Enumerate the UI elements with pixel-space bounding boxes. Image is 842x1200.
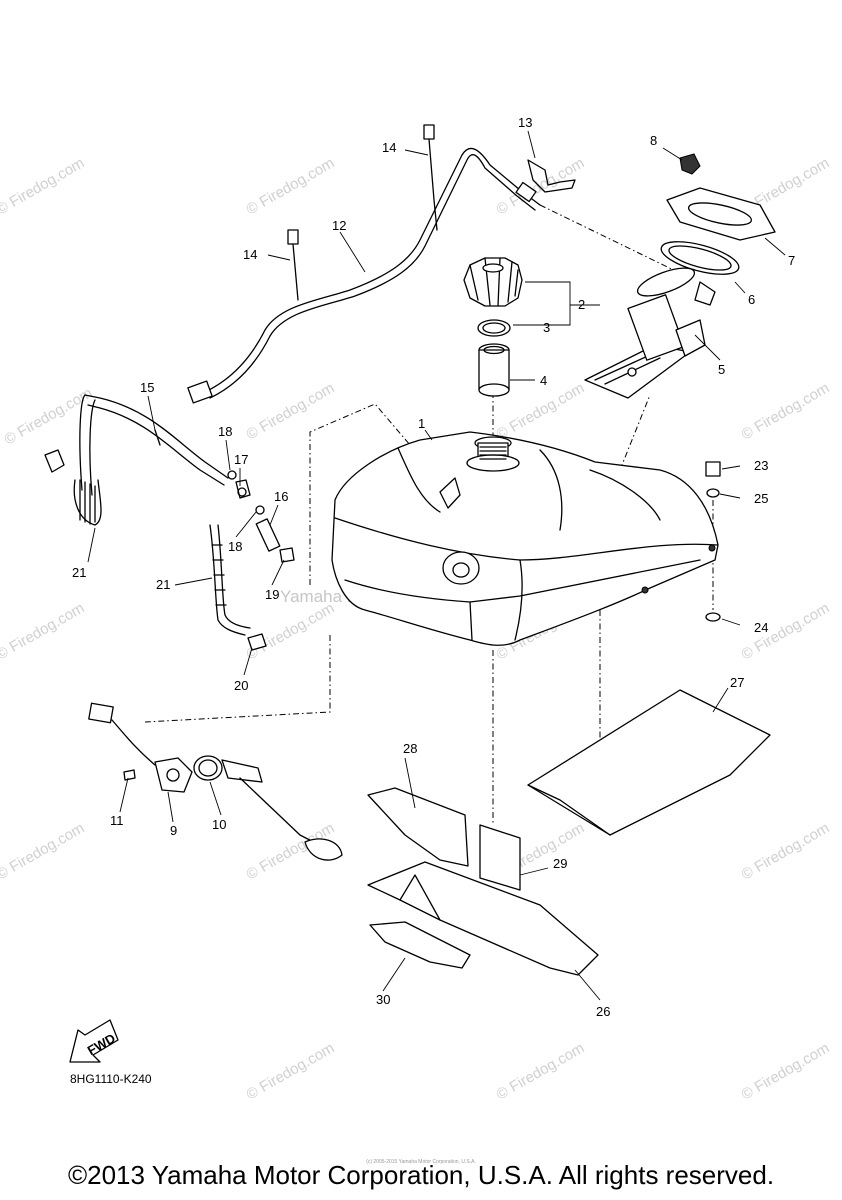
callout-4: 4: [540, 373, 547, 388]
callout-24: 24: [754, 620, 768, 635]
callout-25: 25: [754, 491, 768, 506]
callout-21-left: 21: [72, 565, 86, 580]
coiled-hose-left: [44, 449, 102, 526]
cable-tie-lower: [287, 229, 299, 301]
callout-8: 8: [650, 133, 657, 148]
callout-26: 26: [596, 1004, 610, 1019]
callout-16: 16: [274, 489, 288, 504]
cable-tie-upper: [423, 124, 438, 231]
callout-7: 7: [788, 253, 795, 268]
hose-clamp-13: [527, 159, 576, 193]
fuel-tank: [331, 431, 719, 646]
watermark-layer: © Firedog.com © Firedog.com © Firedog.co…: [0, 154, 832, 1103]
callout-12: 12: [332, 218, 346, 233]
callout-6: 6: [748, 292, 755, 307]
callout-15: 15: [140, 380, 154, 395]
callout-23: 23: [754, 458, 768, 473]
watermark: © Firedog.com: [244, 154, 338, 218]
callout-17: 17: [234, 452, 248, 467]
callout-19: 19: [265, 587, 279, 602]
pump-gasket: [660, 241, 740, 275]
tank-guard-26: [367, 861, 599, 976]
watermark: © Firedog.com: [739, 599, 833, 663]
filler-neck: [478, 343, 510, 397]
callout-14-lower: 14: [243, 247, 257, 262]
insulator-pad-28: [367, 787, 469, 867]
cap-gasket: [477, 319, 511, 337]
callout-18-lower: 18: [228, 539, 242, 554]
breather-hose: [187, 147, 541, 404]
heat-shield-27: [527, 689, 771, 836]
callout-5: 5: [718, 362, 725, 377]
watermark: © Firedog.com: [739, 1039, 833, 1103]
watermark: © Firedog.com: [739, 819, 833, 883]
watermark: © Firedog.com: [244, 599, 338, 663]
callout-14-upper: 14: [382, 140, 396, 155]
callout-11: 11: [110, 813, 124, 828]
callout-13: 13: [518, 115, 532, 130]
pump-retainer: [666, 187, 776, 241]
watermark: © Firedog.com: [739, 379, 833, 443]
bolt-cap: [679, 153, 701, 175]
small-fittings: [227, 470, 295, 651]
callout-10: 10: [212, 817, 226, 832]
diagram-code: 8HG1110-K240: [70, 1072, 152, 1086]
watermark: © Firedog.com: [0, 599, 87, 663]
insulator-pad-29: [479, 824, 521, 891]
callout-27: 27: [730, 675, 744, 690]
callout-labels: 1 2 3 4 5 6 7 8 9 10 11 12 13 14 14 15 1…: [72, 115, 795, 1019]
callout-9: 9: [170, 823, 177, 838]
fuel-cap: [463, 257, 523, 307]
watermark: © Firedog.com: [244, 1039, 338, 1103]
fuel-sender-unit: [88, 702, 343, 861]
callout-1: 1: [418, 416, 425, 431]
callout-30: 30: [376, 992, 390, 1007]
watermark: © Firedog.com: [244, 379, 338, 443]
watermark: © Firedog.com: [494, 1039, 588, 1103]
leader-lines: [87, 130, 786, 1001]
copyright-small: (c) 2005-2015 Yamaha Motor Corporation, …: [366, 1159, 476, 1165]
vent-hose-15: [79, 394, 229, 496]
callout-28: 28: [403, 741, 417, 756]
callout-18-upper: 18: [218, 424, 232, 439]
coiled-hose-right: [209, 524, 251, 636]
callout-20: 20: [234, 678, 248, 693]
watermark: © Firedog.com: [2, 384, 96, 448]
callout-29: 29: [553, 856, 567, 871]
forward-arrow-icon: FWD: [69, 1019, 119, 1063]
copyright-notice: ©2013 Yamaha Motor Corporation, U.S.A. A…: [67, 1160, 775, 1190]
insulator-pad-30: [369, 921, 471, 969]
callout-21-right: 21: [156, 577, 170, 592]
watermark: © Firedog.com: [0, 819, 87, 883]
watermark: © Firedog.com: [0, 154, 87, 218]
watermark: © Firedog.com: [494, 154, 588, 218]
callout-3: 3: [543, 320, 550, 335]
grommet-nut-washer: [705, 461, 721, 622]
callout-2: 2: [578, 297, 585, 312]
fuel-pump: [584, 267, 716, 399]
